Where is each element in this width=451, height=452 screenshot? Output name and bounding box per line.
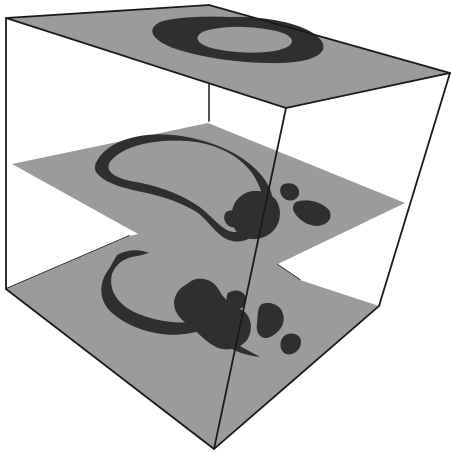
cube-edge-front-right xyxy=(379,73,450,306)
top-slice xyxy=(6,5,450,108)
